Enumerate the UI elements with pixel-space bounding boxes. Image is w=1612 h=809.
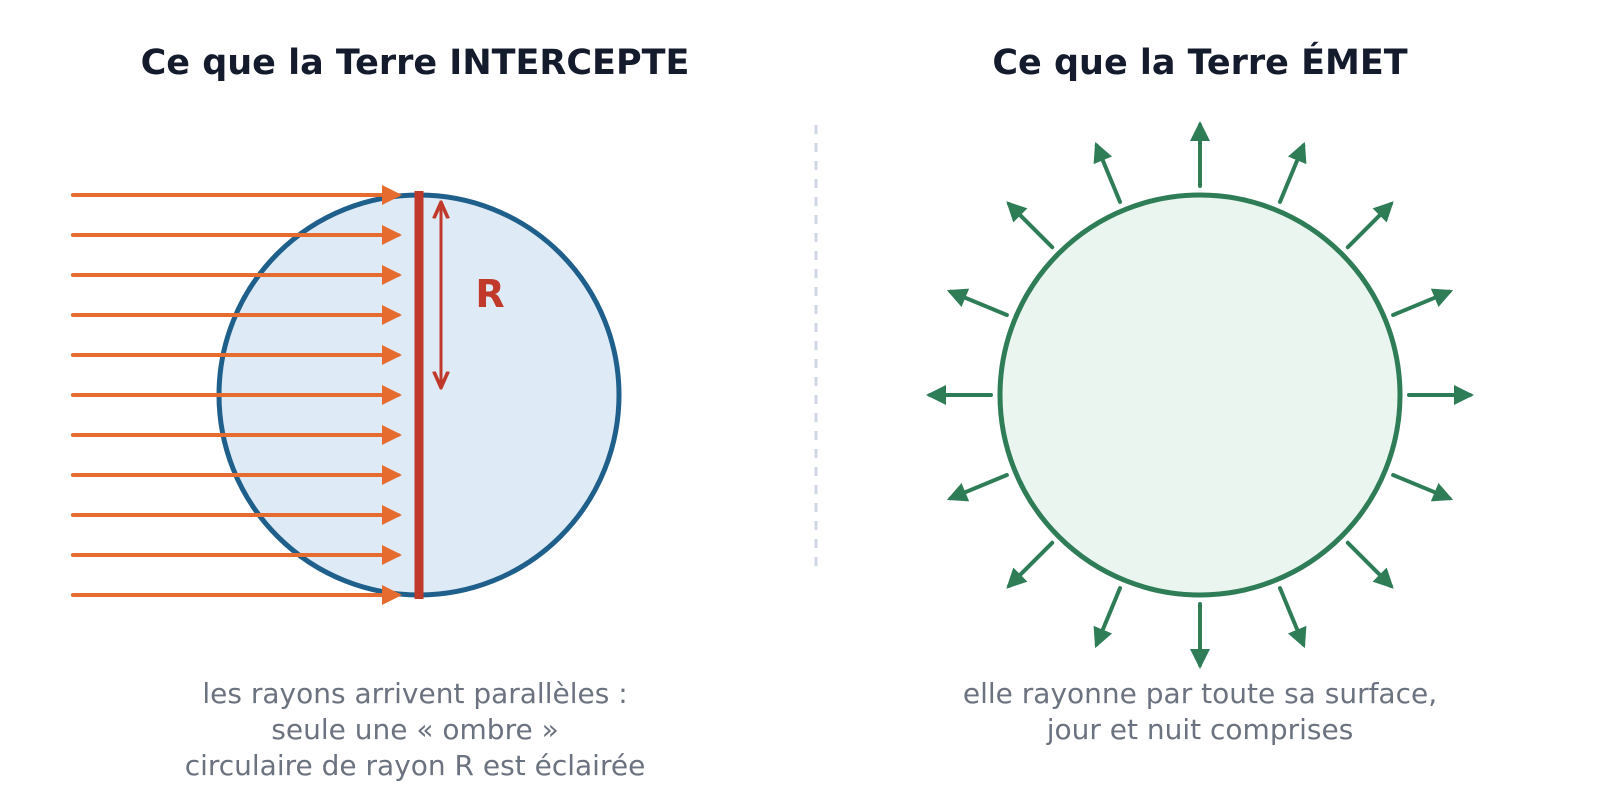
caption-line: circulaire de rayon R est éclairée [184, 749, 646, 782]
radius-label: R [475, 272, 504, 316]
emission-arrow [1093, 586, 1122, 649]
caption-line: les rayons arrivent parallèles : [202, 677, 628, 710]
emission-arrow [946, 288, 1009, 317]
emission-arrow [1391, 288, 1454, 317]
left-panel-caption: les rayons arrivent parallèles : seule u… [110, 676, 720, 784]
emission-arrow [1006, 540, 1055, 589]
emission-arrow [1278, 586, 1307, 649]
emission-arrow [1345, 540, 1394, 589]
emission-arrow [1278, 141, 1307, 204]
emission-arrows [926, 121, 1474, 669]
emission-arrow [1093, 141, 1122, 204]
emission-arrow [1391, 473, 1454, 502]
incoming-rays [71, 185, 402, 605]
caption-line: elle rayonne par toute sa surface, [962, 677, 1438, 710]
left-panel-title: Ce que la Terre INTERCEPTE [140, 43, 690, 83]
emission-arrow [1345, 201, 1394, 250]
earth-sphere-emit [997, 192, 1403, 598]
right-panel-caption: elle rayonne par toute sa surface, jour … [880, 676, 1520, 748]
emission-arrow [1006, 201, 1055, 250]
caption-line: seule une « ombre » [271, 713, 559, 746]
right-panel-title: Ce que la Terre ÉMET [992, 43, 1408, 83]
caption-line: jour et nuit comprises [1046, 713, 1354, 746]
emission-arrow [946, 473, 1009, 502]
